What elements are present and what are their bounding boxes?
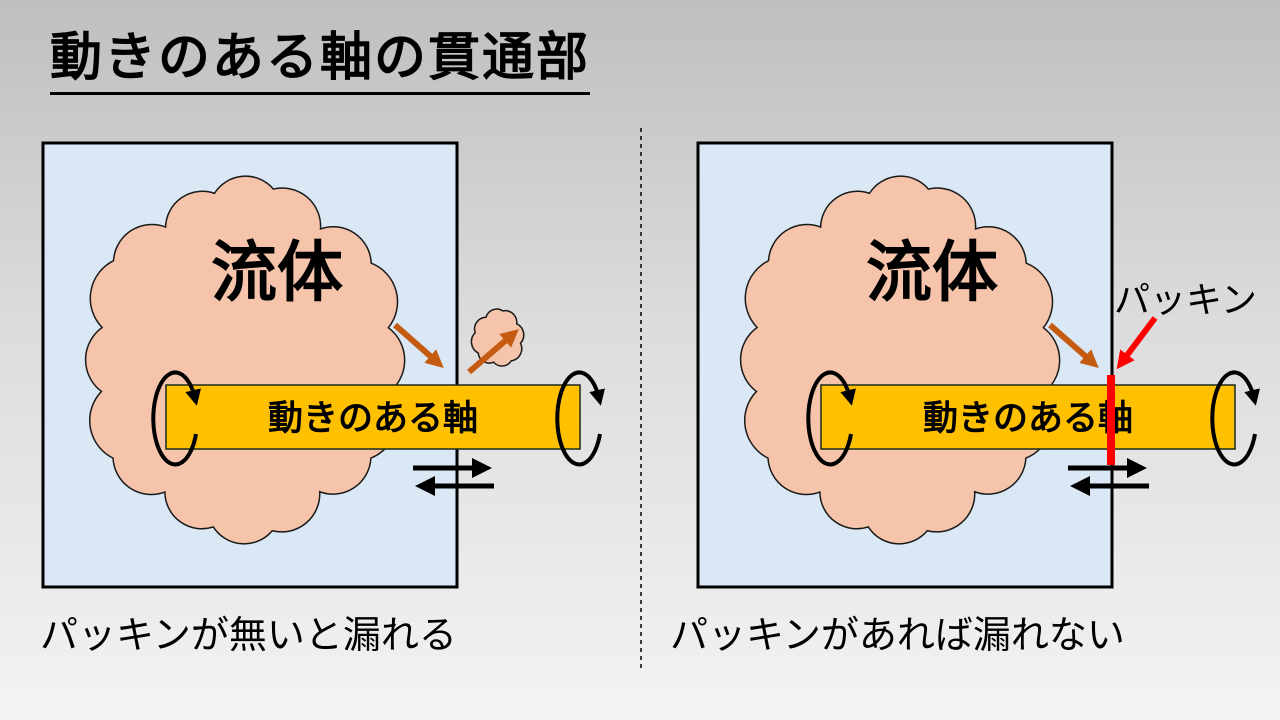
shaft — [820, 384, 1236, 450]
right-panel: 流体 パッキン 動きのある軸 — [696, 141, 1260, 589]
shaft-label: 動きのある軸 — [268, 399, 478, 439]
rotation-icon — [1210, 370, 1260, 467]
fluid-cloud — [739, 175, 1061, 545]
packing-pointer-arrow — [1116, 316, 1158, 370]
fluid-cloud — [84, 175, 406, 545]
leak-arrow-in — [393, 322, 444, 368]
shaft — [165, 384, 581, 450]
packing — [1107, 375, 1115, 465]
shaft-label: 動きのある軸 — [923, 399, 1133, 439]
left-caption: パッキンが無いと漏れる — [40, 613, 457, 657]
left-panel: 流体 動きのある軸 — [41, 141, 605, 589]
fluid-label: 流体 — [866, 234, 998, 311]
packing-label: パッキン — [1114, 280, 1257, 321]
leak-cloud — [470, 308, 525, 367]
leak-arrow-out — [467, 329, 519, 375]
rotation-icon — [806, 370, 856, 467]
fluid-label: 流体 — [211, 234, 343, 311]
rotation-icon — [151, 370, 201, 467]
rotation-icon — [555, 370, 605, 467]
pressure-arrow — [1048, 322, 1099, 368]
slide-title: 動きのある軸の貫通部 — [50, 26, 591, 95]
right-caption: パッキンがあれば漏れない — [670, 613, 1125, 657]
